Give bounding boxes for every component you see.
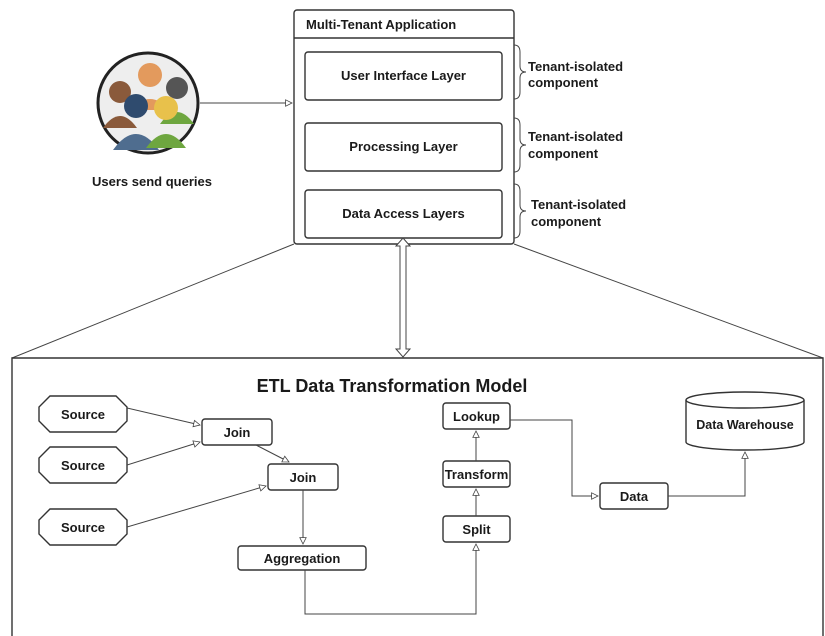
source-node-1 xyxy=(38,395,128,433)
component-note-1-line1: Tenant-isolated xyxy=(528,59,623,74)
brace-2 xyxy=(513,117,527,173)
brace-1 xyxy=(513,44,527,100)
zoom-line-right xyxy=(513,243,824,359)
etl-title: ETL Data Transformation Model xyxy=(257,376,528,396)
data-warehouse-node xyxy=(685,391,805,451)
component-note-3-line2: component xyxy=(531,214,602,229)
zoom-line-left xyxy=(11,243,295,359)
source-node-1-label: Source xyxy=(61,407,105,422)
lookup-node-label: Lookup xyxy=(453,409,500,424)
join1-to-join2-arrow xyxy=(255,444,289,463)
brace-3 xyxy=(513,183,527,239)
app-title: Multi-Tenant Application xyxy=(306,17,456,32)
lookup-to-data-arrow xyxy=(510,419,598,496)
data-node-label: Data xyxy=(620,489,649,504)
component-note-2-line2: component xyxy=(528,146,599,161)
source3-to-join2-arrow xyxy=(126,486,266,528)
join-node-1 xyxy=(201,418,273,446)
source2-to-join1-arrow xyxy=(126,442,200,466)
source-node-3-label: Source xyxy=(61,520,105,535)
processing-layer-label: Processing Layer xyxy=(349,139,457,154)
source-node-2 xyxy=(38,446,128,484)
aggregation-to-split-arrow xyxy=(304,544,476,615)
lookup-node xyxy=(442,402,511,430)
users-group-icon xyxy=(96,51,200,155)
processing-layer xyxy=(304,122,503,172)
data-to-warehouse-arrow xyxy=(668,452,745,497)
user-interface-layer xyxy=(304,51,503,101)
aggregation-node xyxy=(237,545,367,571)
component-note-3-line1: Tenant-isolated xyxy=(531,197,626,212)
component-note-2-line1: Tenant-isolated xyxy=(528,129,623,144)
data-warehouse-label: Data Warehouse xyxy=(696,418,794,432)
aggregation-node-label: Aggregation xyxy=(264,551,341,566)
transform-node-label: Transform xyxy=(445,467,509,482)
double-arrow xyxy=(394,237,412,358)
users-caption: Users send queries xyxy=(92,174,212,189)
etl-panel xyxy=(11,357,824,636)
source1-to-join1-arrow xyxy=(126,407,200,425)
data-access-layer-label: Data Access Layers xyxy=(342,206,464,221)
join-node-2-label: Join xyxy=(290,470,317,485)
source-node-3 xyxy=(38,508,128,546)
source-node-2-label: Source xyxy=(61,458,105,473)
join-node-1-label: Join xyxy=(224,425,251,440)
component-note-1-line2: component xyxy=(528,75,599,90)
split-node-label: Split xyxy=(462,522,491,537)
user-interface-layer-label: User Interface Layer xyxy=(341,68,466,83)
